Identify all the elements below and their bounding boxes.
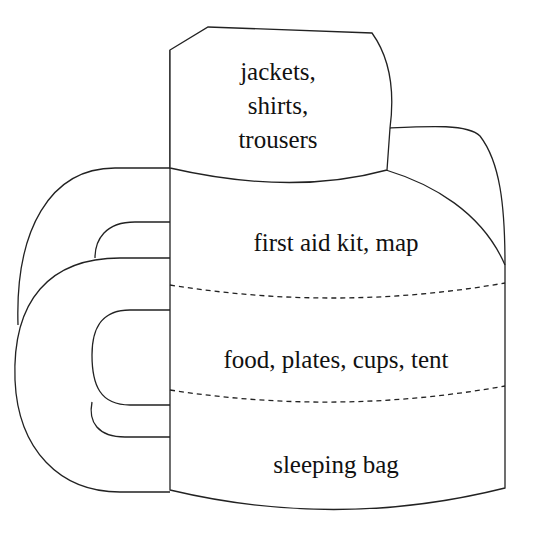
lower-strap — [15, 258, 170, 492]
pack-section: sleeping bag — [273, 448, 399, 482]
flap-pocket: jackets, shirts, trousers — [214, 55, 342, 156]
item-label: first aid kit, map — [250, 226, 422, 260]
upper-strap-inner — [95, 222, 170, 258]
item-label: food, plates, cups, tent — [218, 343, 454, 377]
section-divider — [170, 386, 505, 402]
strap-band — [91, 402, 170, 437]
lower-strap-inner — [92, 310, 170, 405]
upper-strap — [18, 168, 170, 325]
top-flap — [170, 27, 392, 183]
pack-section: food, plates, cups, tent — [218, 343, 454, 377]
item-label: sleeping bag — [273, 448, 399, 482]
pack-section: first aid kit, map — [250, 226, 422, 260]
item-label: jackets, shirts, trousers — [214, 55, 342, 156]
section-divider — [170, 283, 505, 298]
